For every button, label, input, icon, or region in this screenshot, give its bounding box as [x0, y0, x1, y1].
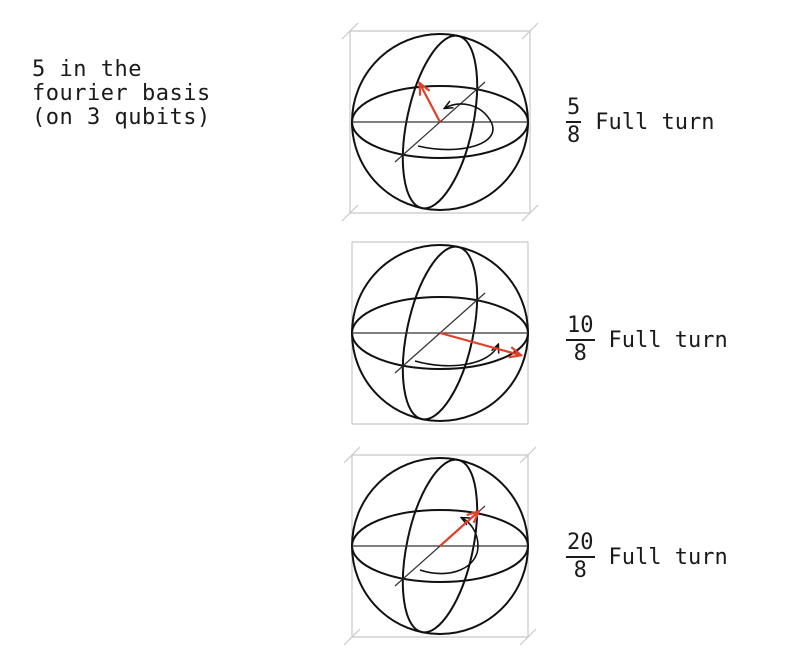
state-vector-arrow	[420, 84, 441, 123]
fraction-2: 10 8	[566, 314, 595, 366]
fraction-denominator: 8	[573, 341, 587, 366]
fraction-denominator: 8	[573, 558, 587, 583]
caption-line-1: 5 in the	[32, 57, 142, 82]
fraction-numerator: 10	[566, 314, 595, 341]
rotation-arrow-icon	[414, 345, 498, 367]
guide-tick	[521, 204, 539, 222]
guide-tick	[343, 446, 361, 464]
bloch-sphere-1	[341, 22, 539, 222]
caption-line-2: fourier basis	[32, 81, 211, 106]
fraction-denominator: 8	[567, 123, 581, 148]
guide-tick	[519, 628, 537, 646]
guide-tick	[341, 22, 359, 40]
turn-label-1: 5 8 Full turn	[566, 94, 714, 150]
fraction-numerator: 5	[566, 96, 582, 123]
guide-tick	[521, 22, 539, 40]
rotation-arrow-icon	[417, 104, 494, 151]
guide-tick	[341, 204, 359, 222]
guide-tick	[343, 628, 361, 646]
state-vector-arrow	[439, 331, 520, 355]
turn-label-2: 10 8 Full turn	[566, 312, 728, 368]
state-vector-arrow	[439, 512, 478, 547]
rotation-arrow-icon	[419, 518, 479, 575]
caption: 5 in the fourier basis (on 3 qubits)	[32, 58, 211, 130]
fraction-1: 5 8	[566, 96, 582, 148]
turn-text: Full turn	[595, 109, 715, 135]
bloch-sphere-3	[343, 446, 537, 646]
turn-label-3: 20 8 Full turn	[566, 529, 728, 585]
fraction-3: 20 8	[566, 531, 595, 583]
guide-tick	[519, 446, 537, 464]
caption-line-3: (on 3 qubits)	[32, 105, 211, 130]
fraction-numerator: 20	[566, 531, 595, 558]
turn-text: Full turn	[608, 327, 728, 353]
bloch-sphere-2	[351, 241, 529, 425]
turn-text: Full turn	[608, 544, 728, 570]
